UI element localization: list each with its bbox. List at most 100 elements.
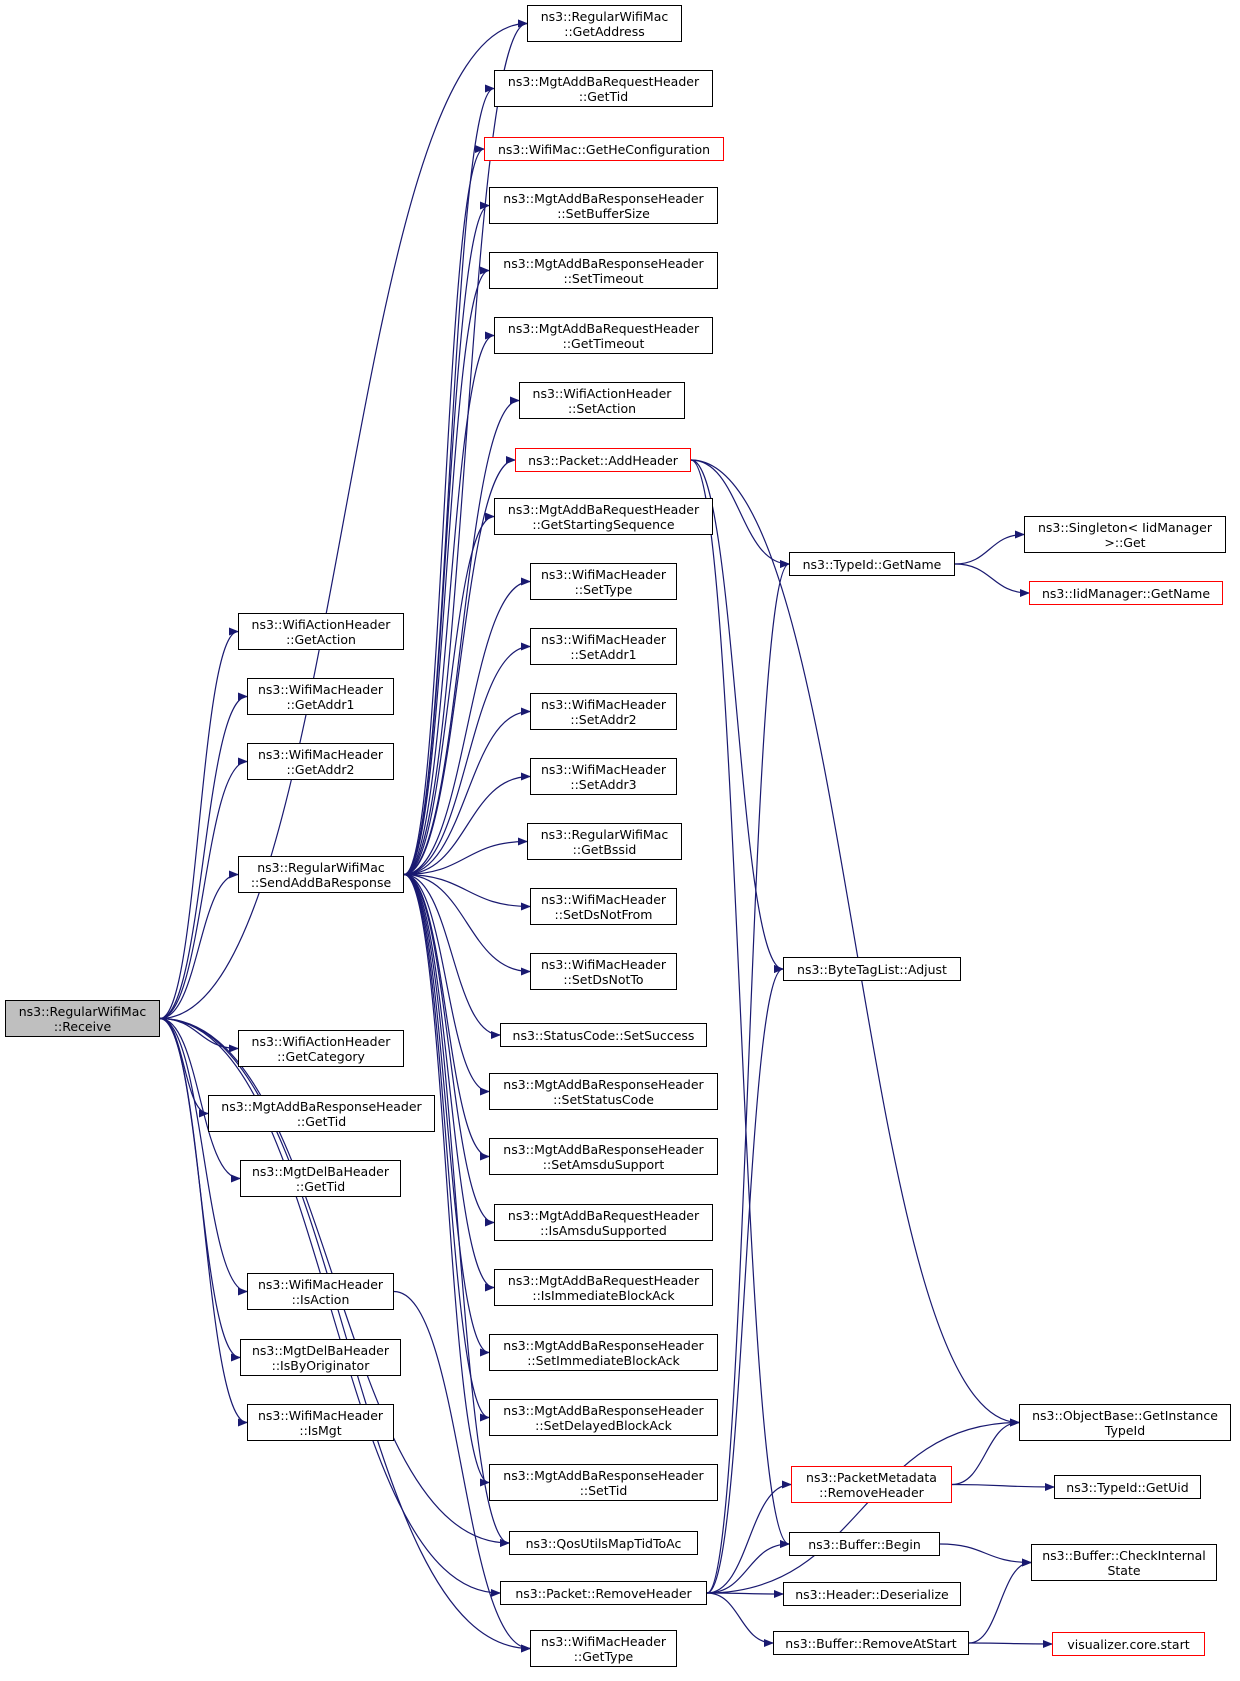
node-label-line1: ns3::MgtAddBaRequestHeader xyxy=(507,1207,700,1223)
node-req-gettimeout[interactable]: ns3::MgtAddBaRequestHeader::GetTimeout xyxy=(494,317,713,354)
node-label-line1: ns3::WifiMacHeader xyxy=(257,681,384,697)
call-edge-sendaddba-to-resp_setbuffersize xyxy=(403,201,490,876)
call-edge-sendaddba-to-req_isamsdu xyxy=(403,873,495,1227)
node-label-line2: ::GetTid xyxy=(578,88,629,104)
node-resp-gettid[interactable]: ns3::MgtAddBaResponseHeader::GetTid xyxy=(208,1095,435,1132)
node-req-isamsdu[interactable]: ns3::MgtAddBaRequestHeader::IsAmsduSuppo… xyxy=(494,1204,713,1241)
node-resp-setimmediate[interactable]: ns3::MgtAddBaResponseHeader::SetImmediat… xyxy=(489,1334,718,1371)
node-resp-settimeout[interactable]: ns3::MgtAddBaResponseHeader::SetTimeout xyxy=(489,252,718,289)
node-label-line1: ns3::MgtAddBaRequestHeader xyxy=(507,501,700,517)
node-mh-setaddr2[interactable]: ns3::WifiMacHeader::SetAddr2 xyxy=(530,693,677,730)
node-buf-removeatstart[interactable]: ns3::Buffer::RemoveAtStart xyxy=(773,1631,969,1655)
node-mh-isaction[interactable]: ns3::WifiMacHeader::IsAction xyxy=(247,1273,394,1310)
node-label-line1: ns3::MgtAddBaRequestHeader xyxy=(507,320,700,336)
node-singleton-get[interactable]: ns3::Singleton< IidManager>::Get xyxy=(1024,516,1226,553)
node-req-gettid[interactable]: ns3::MgtAddBaRequestHeader::GetTid xyxy=(494,70,713,107)
node-ah-setaction[interactable]: ns3::WifiActionHeader::SetAction xyxy=(519,382,685,419)
call-edge-receive-to-ah_getaction xyxy=(159,627,239,1020)
node-rwm-getbssid[interactable]: ns3::RegularWifiMac::GetBssid xyxy=(527,823,682,860)
node-label-line1: ns3::WifiMacHeader xyxy=(540,631,667,647)
call-edge-mh_isaction-to-mh_gettype xyxy=(393,1290,531,1653)
node-mh-settype[interactable]: ns3::WifiMacHeader::SetType xyxy=(530,563,677,600)
node-mh-setaddr3[interactable]: ns3::WifiMacHeader::SetAddr3 xyxy=(530,758,677,795)
node-typeid-getuid[interactable]: ns3::TypeId::GetUid xyxy=(1054,1475,1201,1499)
call-edge-sendaddba-to-req_isimmediate xyxy=(403,873,495,1292)
node-label-line1: ns3::WifiMacHeader xyxy=(540,1633,667,1649)
node-ah-getcategory[interactable]: ns3::WifiActionHeader::GetCategory xyxy=(238,1030,404,1067)
call-edge-receive-to-mh_isaction xyxy=(159,1017,248,1296)
node-btl-adjust[interactable]: ns3::ByteTagList::Adjust xyxy=(783,957,961,981)
node-pm-removeheader[interactable]: ns3::PacketMetadata::RemoveHeader xyxy=(791,1466,952,1503)
node-label-line2: ::IsMgt xyxy=(299,1422,342,1438)
node-del-isbyorig[interactable]: ns3::MgtDelBaHeader::IsByOriginator xyxy=(240,1339,401,1376)
node-resp-setamsdu[interactable]: ns3::MgtAddBaResponseHeader::SetAmsduSup… xyxy=(489,1138,718,1175)
node-mh-setaddr1[interactable]: ns3::WifiMacHeader::SetAddr1 xyxy=(530,628,677,665)
node-label-line1: ns3::WifiMacHeader xyxy=(540,761,667,777)
node-resp-setdelayed[interactable]: ns3::MgtAddBaResponseHeader::SetDelayedB… xyxy=(489,1399,718,1436)
call-edge-sendaddba-to-resp_settimeout xyxy=(403,266,490,876)
call-edge-sendaddba-to-req_getstartseq xyxy=(403,512,495,876)
node-resp-setbuffersize[interactable]: ns3::MgtAddBaResponseHeader::SetBufferSi… xyxy=(489,187,718,224)
node-label-line1: ns3::MgtDelBaHeader xyxy=(252,1342,389,1358)
node-buf-begin[interactable]: ns3::Buffer::Begin xyxy=(789,1532,940,1556)
node-iid-getname[interactable]: ns3::IidManager::GetName xyxy=(1029,581,1223,605)
node-label-line2: ::SetDelayedBlockAck xyxy=(535,1417,672,1433)
node-mh-gettype[interactable]: ns3::WifiMacHeader::GetType xyxy=(530,1630,677,1667)
node-label-line1: visualizer.core.start xyxy=(1067,1636,1190,1652)
node-sc-setsuccess[interactable]: ns3::StatusCode::SetSuccess xyxy=(500,1023,707,1047)
node-label-line1: ns3::WifiMac::GetHeConfiguration xyxy=(497,141,711,157)
node-label-line1: ns3::TypeId::GetName xyxy=(802,556,942,572)
node-label-line1: ns3::MgtDelBaHeader xyxy=(252,1163,389,1179)
node-label-line1: ns3::RegularWifiMac xyxy=(540,826,669,842)
node-del-gettid[interactable]: ns3::MgtDelBaHeader::GetTid xyxy=(240,1160,401,1197)
node-label-line2: ::GetCategory xyxy=(277,1048,365,1064)
node-typeid-getname[interactable]: ns3::TypeId::GetName xyxy=(789,552,955,576)
call-edge-sendaddba-to-resp_setdelayed xyxy=(403,873,490,1422)
node-hdr-deserialize[interactable]: ns3::Header::Deserialize xyxy=(783,1582,961,1606)
node-label-line1: ns3::RegularWifiMac xyxy=(257,859,385,875)
call-edge-receive-to-del_gettid xyxy=(159,1017,241,1183)
node-addheader[interactable]: ns3::Packet::AddHeader xyxy=(515,448,691,472)
node-mh-setdsnotto[interactable]: ns3::WifiMacHeader::SetDsNotTo xyxy=(530,953,677,990)
call-edge-sendaddba-to-mh_setaddr1 xyxy=(403,642,531,876)
node-label-line2: ::SetType xyxy=(574,581,633,597)
node-getheconf[interactable]: ns3::WifiMac::GetHeConfiguration xyxy=(484,137,724,161)
node-req-getstartseq[interactable]: ns3::MgtAddBaRequestHeader::GetStartingS… xyxy=(494,498,713,535)
node-mh-getaddr1[interactable]: ns3::WifiMacHeader::GetAddr1 xyxy=(247,678,394,715)
node-mh-getaddr2[interactable]: ns3::WifiMacHeader::GetAddr2 xyxy=(247,743,394,780)
node-label-line1: ns3::MgtAddBaResponseHeader xyxy=(503,190,704,206)
node-label-line2: ::SetTid xyxy=(579,1482,628,1498)
node-mh-setdsnotfrom[interactable]: ns3::WifiMacHeader::SetDsNotFrom xyxy=(530,888,677,925)
call-edge-sendaddba-to-resp_setimmediate xyxy=(403,873,490,1357)
node-label-line2: ::IsAmsduSupported xyxy=(540,1222,667,1238)
call-edge-addheader-to-ob_getinstance xyxy=(690,459,1020,1427)
node-viz-start[interactable]: visualizer.core.start xyxy=(1052,1632,1205,1656)
call-edge-sendaddba-to-mh_setaddr3 xyxy=(403,772,531,876)
node-ah-getaction[interactable]: ns3::WifiActionHeader::GetAction xyxy=(238,613,404,650)
node-label-line2: ::GetTid xyxy=(296,1113,347,1129)
node-label-line1: ns3::MgtAddBaResponseHeader xyxy=(221,1098,422,1114)
node-label-line2: ::SetAddr2 xyxy=(570,711,637,727)
node-label-line2: ::GetAction xyxy=(286,631,356,647)
node-rwm-getaddress[interactable]: ns3::RegularWifiMac::GetAddress xyxy=(527,5,682,42)
node-label-line2: >::Get xyxy=(1104,534,1146,550)
call-edge-sendaddba-to-req_gettid xyxy=(403,84,495,876)
node-sendaddba[interactable]: ns3::RegularWifiMac::SendAddBaResponse xyxy=(238,856,404,893)
node-label-line2: ::RemoveHeader xyxy=(819,1484,924,1500)
node-label-line2: ::SetDsNotTo xyxy=(563,971,644,987)
call-edge-receive-to-ah_getcategory xyxy=(159,1017,239,1053)
node-qos-maptid[interactable]: ns3::QosUtilsMapTidToAc xyxy=(509,1531,698,1555)
node-resp-setstatuscode[interactable]: ns3::MgtAddBaResponseHeader::SetStatusCo… xyxy=(489,1073,718,1110)
node-label-line2: ::GetAddress xyxy=(564,23,645,39)
node-resp-settid[interactable]: ns3::MgtAddBaResponseHeader::SetTid xyxy=(489,1464,718,1501)
call-edge-removeheader-to-buf_removeatstart xyxy=(706,1592,774,1647)
node-label-line2: ::IsAction xyxy=(291,1291,350,1307)
call-edge-addheader-to-btl_adjust xyxy=(690,459,784,973)
node-req-isimmediate[interactable]: ns3::MgtAddBaRequestHeader::IsImmediateB… xyxy=(494,1269,713,1306)
node-mh-ismgt[interactable]: ns3::WifiMacHeader::IsMgt xyxy=(247,1404,394,1441)
call-edge-sendaddba-to-mh_setdsnotfrom xyxy=(403,873,531,911)
node-removeheader[interactable]: ns3::Packet::RemoveHeader xyxy=(500,1581,707,1605)
